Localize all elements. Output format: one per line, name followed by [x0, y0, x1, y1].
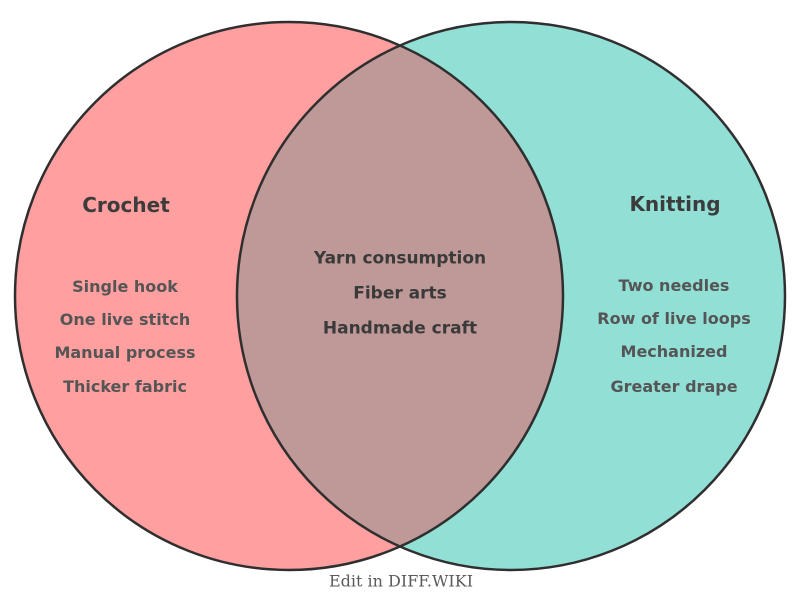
- left-item: Single hook: [72, 277, 178, 296]
- left-item: Thicker fabric: [63, 377, 187, 396]
- left-set-title: Crochet: [82, 193, 170, 217]
- right-set-title: Knitting: [629, 192, 721, 216]
- right-item: Two needles: [618, 276, 730, 295]
- right-item: Greater drape: [610, 377, 738, 396]
- left-item: One live stitch: [59, 310, 191, 329]
- overlap-item: Handmade craft: [322, 318, 478, 339]
- overlap-item: Yarn consumption: [313, 248, 487, 269]
- edit-in-diffwiki-link[interactable]: Edit in DIFF.WIKI: [328, 571, 474, 591]
- left-item: Manual process: [54, 343, 196, 362]
- right-item: Row of live loops: [597, 309, 751, 328]
- right-item: Mechanized: [620, 342, 728, 361]
- left-circle-outline: [13, 20, 565, 572]
- overlap-region-fill: [237, 22, 563, 570]
- right-circle-outline: [235, 20, 787, 572]
- overlap-item: Fiber arts: [353, 283, 447, 304]
